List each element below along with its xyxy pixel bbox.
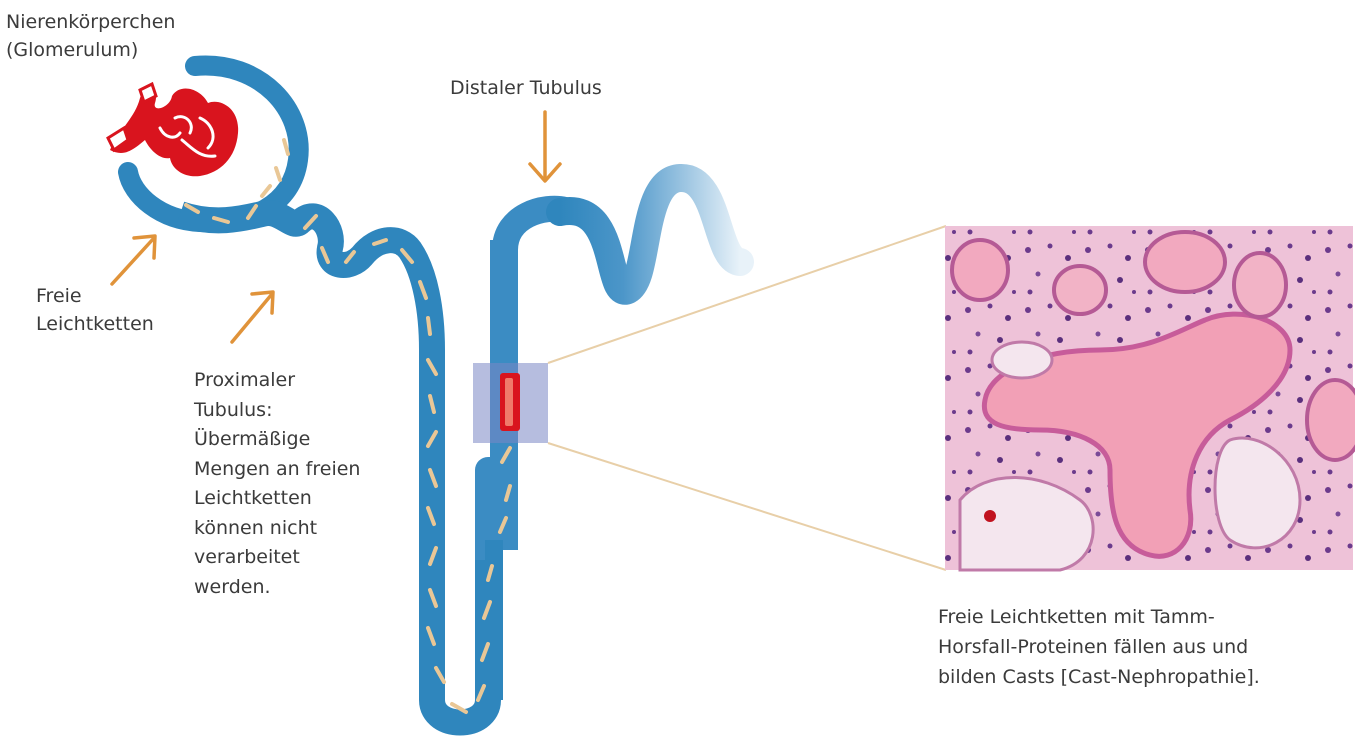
proximal-label-line: können nicht — [194, 514, 360, 544]
proximal-tubule-label: Proximaler Tubulus: Übermäßige Mengen an… — [194, 366, 360, 602]
proximal-label-line: Proximaler — [194, 366, 360, 396]
cast-caption: Freie Leichtketten mit Tamm- Horsfall-Pr… — [938, 602, 1260, 692]
proximal-label-line: verarbeitet — [194, 543, 360, 573]
proximal-label-line: werden. — [194, 573, 360, 603]
glomerulum-label-line: (Glomerulum) — [6, 36, 175, 64]
cast-caption-line: Freie Leichtketten mit Tamm- — [938, 602, 1260, 632]
arrow-icon — [112, 236, 155, 284]
distal-tubule — [560, 178, 740, 291]
distal-tubule-label-text: Distaler Tubulus — [450, 74, 602, 102]
glomerulum-label-line: Nierenkörperchen — [6, 8, 175, 36]
zoom-line-bottom — [548, 443, 946, 570]
glomerulum-label: Nierenkörperchen (Glomerulum) — [6, 8, 175, 64]
free-chains-label-line: Freie — [36, 282, 154, 310]
proximal-label-line: Mengen an freien — [194, 455, 360, 485]
cast-caption-line: Horsfall-Proteinen fällen aus und — [938, 632, 1260, 662]
arrow-icon — [232, 292, 273, 342]
cast-caption-line: bilden Casts [Cast-Nephropathie]. — [938, 662, 1260, 692]
free-chains-label: Freie Leichtketten — [36, 282, 154, 338]
distal-tubule-label: Distaler Tubulus — [450, 74, 602, 102]
proximal-label-line: Tubulus: — [194, 396, 360, 426]
histology-image — [945, 226, 1355, 570]
proximal-label-line: Übermäßige — [194, 425, 360, 455]
free-chains-label-line: Leichtketten — [36, 310, 154, 338]
arrow-icon — [530, 112, 560, 181]
proximal-label-line: Leichtketten — [194, 484, 360, 514]
ascending-limb-narrow — [485, 540, 503, 700]
